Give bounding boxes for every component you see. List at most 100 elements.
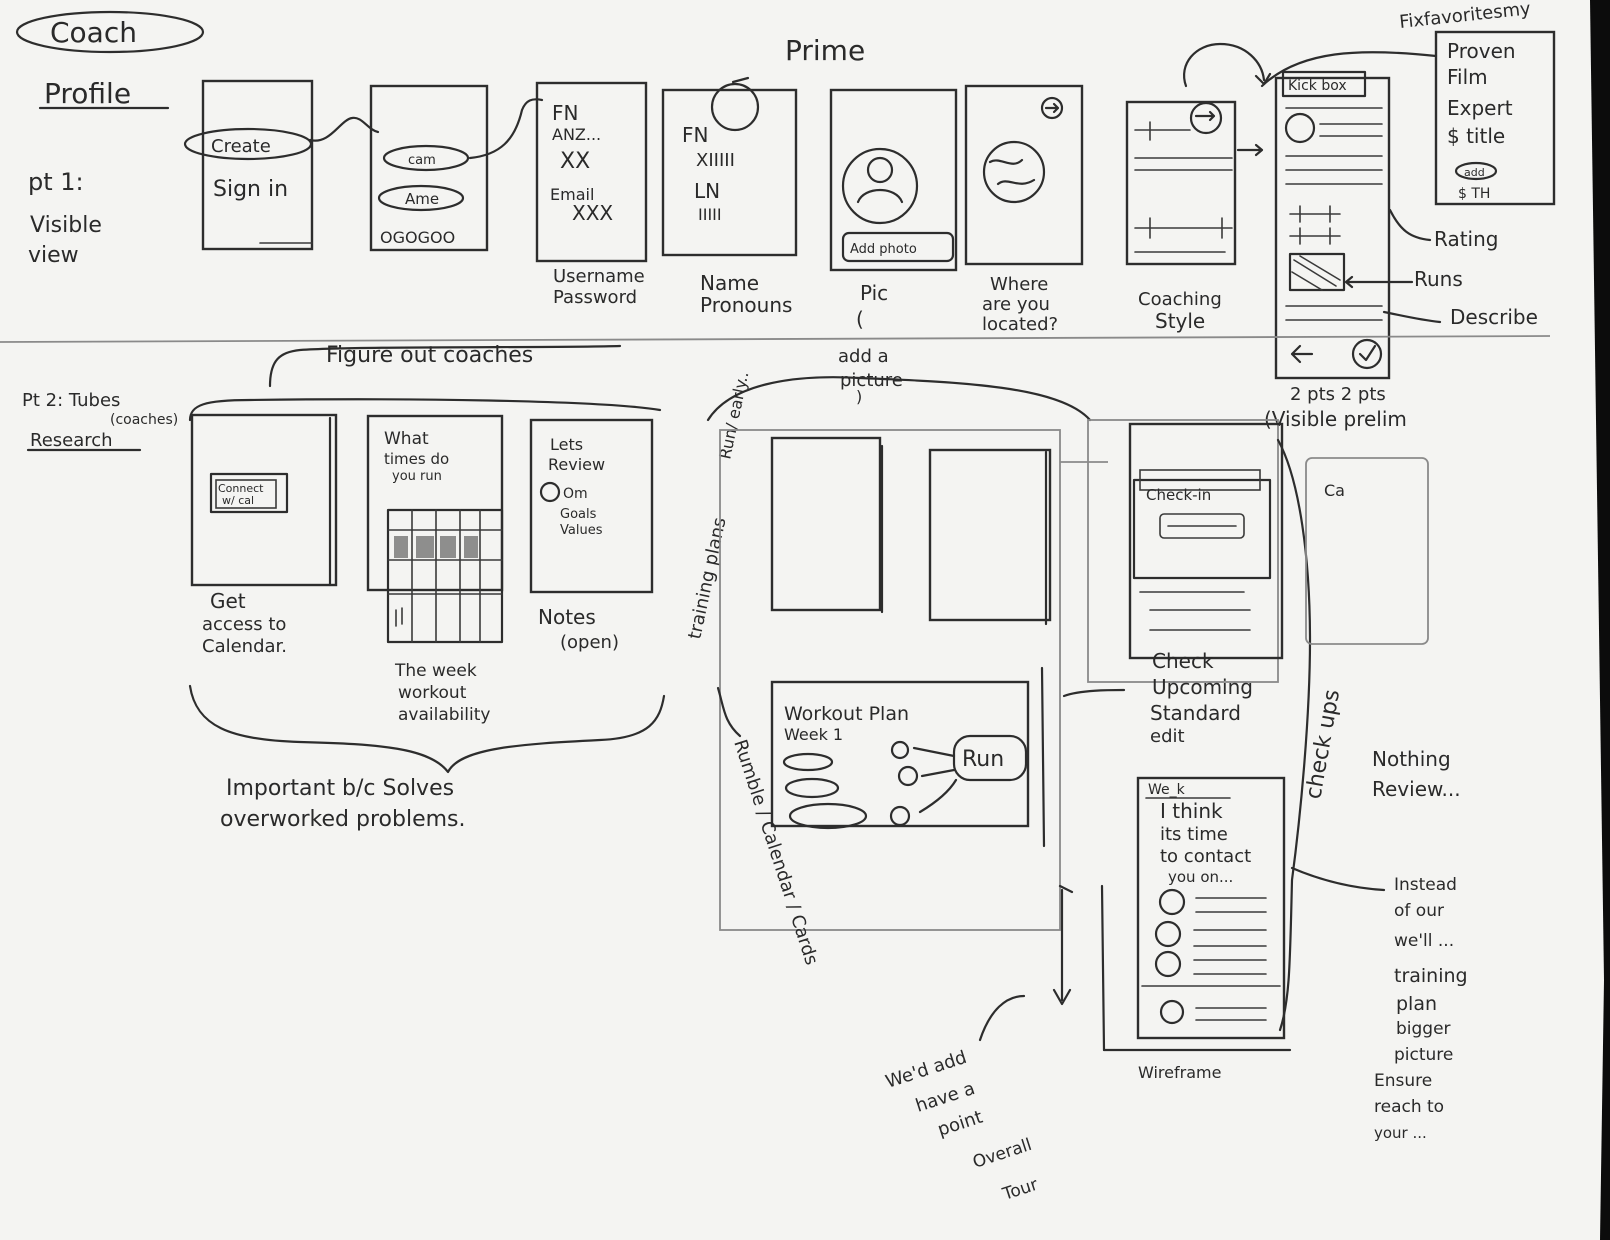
caption-password: Password [553, 287, 637, 308]
screen-calendar-access [190, 413, 338, 587]
caption-located: located? [982, 314, 1058, 335]
screen-coach-detail [1274, 76, 1391, 380]
what-times-title: What [384, 429, 429, 449]
screen-coaching-style [1125, 100, 1237, 266]
fn-scribble: ANZ... [552, 125, 601, 144]
caption-workout: workout [398, 683, 467, 703]
instead-line10: your ... [1374, 1124, 1427, 1142]
ithink-line2: its time [1160, 824, 1228, 845]
cam-button[interactable]: cam [408, 153, 436, 168]
bottom-note-4: Overall [970, 1135, 1034, 1173]
annotation-describe: Describe [1450, 305, 1538, 329]
what-times-sub2: you run [392, 469, 442, 484]
run-tag-frame [952, 734, 1028, 782]
ithink-line4: you on... [1168, 868, 1233, 886]
flow-arrow-loop [1183, 42, 1266, 88]
ame-button[interactable]: Ame [405, 190, 439, 208]
caption-open: (open) [560, 632, 619, 653]
side-training-plans: training plans [684, 516, 730, 641]
caption-calendar: Calendar. [202, 636, 287, 657]
screen-availability [366, 414, 504, 592]
flow-connector-1 [308, 116, 380, 142]
create-button-oval [183, 127, 313, 161]
instead-line3: we'll ... [1394, 931, 1454, 951]
panel-expert: Expert [1447, 96, 1513, 120]
create-button[interactable]: Create [211, 136, 271, 157]
connect-cal-button-2[interactable]: w/ cal [222, 494, 254, 507]
confirm-check-icon[interactable] [1351, 338, 1383, 370]
screen-name [661, 88, 798, 257]
favorites-panel [1434, 30, 1556, 206]
review-values: Values [560, 523, 603, 538]
screen-location [964, 84, 1084, 266]
screen-week-list [1136, 776, 1286, 1040]
screen-create-account [201, 79, 314, 251]
check-line3: Standard [1150, 701, 1241, 725]
add-photo-button-frame [841, 231, 955, 263]
caption-coaching: Coaching [1138, 289, 1222, 310]
fn-label: FN [552, 101, 578, 125]
caption-username: Username [553, 266, 645, 287]
panel-proven: Proven [1447, 39, 1516, 63]
instead-line8: Ensure [1374, 1071, 1432, 1091]
connect-cal-button[interactable]: Connect [218, 482, 264, 495]
favorites-top-label: Fixfavoritesmy [1398, 0, 1532, 33]
profile-heading: Profile [44, 77, 131, 110]
runs-shaded-box [1288, 252, 1346, 292]
instead-line9: reach to [1374, 1097, 1444, 1117]
panel-add-button[interactable]: add [1464, 166, 1485, 179]
signin-link[interactable]: Sign in [213, 177, 288, 202]
email-label: Email [550, 185, 594, 204]
next-arrow-icon[interactable] [1040, 96, 1064, 120]
label-points: 2 pts 2 pts [1290, 384, 1386, 405]
panel-film: Film [1447, 65, 1488, 89]
ln-line: IIIII [698, 205, 722, 224]
back-arrow-icon[interactable] [1290, 344, 1314, 364]
caption-pic: Pic [860, 281, 888, 305]
review-goals: Goals [560, 507, 597, 522]
instead-line1: Instead [1394, 875, 1457, 895]
caption-add-a: add a [838, 346, 889, 367]
figure-out-title: Figure out coaches [326, 343, 533, 368]
lets-review-sub: Review [548, 455, 605, 474]
checkin-modal [1132, 478, 1272, 580]
checkin-title: Check-in [1146, 486, 1211, 504]
wireframe-caption: Wireframe [1138, 1063, 1221, 1082]
visible-label-2: view [28, 243, 79, 268]
caption-picture: picture [840, 370, 903, 391]
pt2-line2: (coaches) [110, 412, 178, 428]
caption-availability: availability [398, 705, 490, 725]
screen-add-picture [829, 88, 958, 272]
caption-style: Style [1155, 309, 1205, 333]
flow-connector-2 [468, 98, 544, 160]
workout-plan-title: Workout Plan [784, 703, 909, 725]
check-line1: Check [1152, 649, 1214, 673]
training-plans-area [719, 429, 1061, 931]
visible-label-1: Visible [30, 213, 102, 238]
caption-notes: Notes [538, 605, 596, 629]
what-times-sub: times do [384, 450, 449, 468]
caption-pic-open: ( [856, 307, 864, 331]
availability-grid[interactable] [386, 508, 504, 644]
ithink-line1: I think [1160, 799, 1223, 823]
coach-heading: Coach [50, 16, 137, 49]
caption-week: The week [394, 661, 477, 681]
connect-cal-button-frame [209, 472, 289, 514]
add-photo-button[interactable]: Add photo [850, 242, 917, 257]
figure-out-brace [268, 344, 622, 388]
coach-oval [15, 10, 205, 54]
screen-username [535, 81, 648, 263]
caption-name: Name [700, 271, 759, 295]
globe-icon [982, 140, 1046, 204]
check-line2: Upcoming [1152, 675, 1253, 699]
caption-access-to: access to [202, 614, 286, 635]
ithink-line3: to contact [1160, 846, 1251, 867]
check-line4: edit [1150, 726, 1185, 747]
xx-value: XX [560, 149, 590, 174]
caption-are-you: are you [982, 294, 1050, 315]
xxx-value: XXX [572, 201, 613, 225]
run-tag[interactable]: Run [962, 747, 1004, 772]
fn2-label: FN [682, 123, 708, 147]
